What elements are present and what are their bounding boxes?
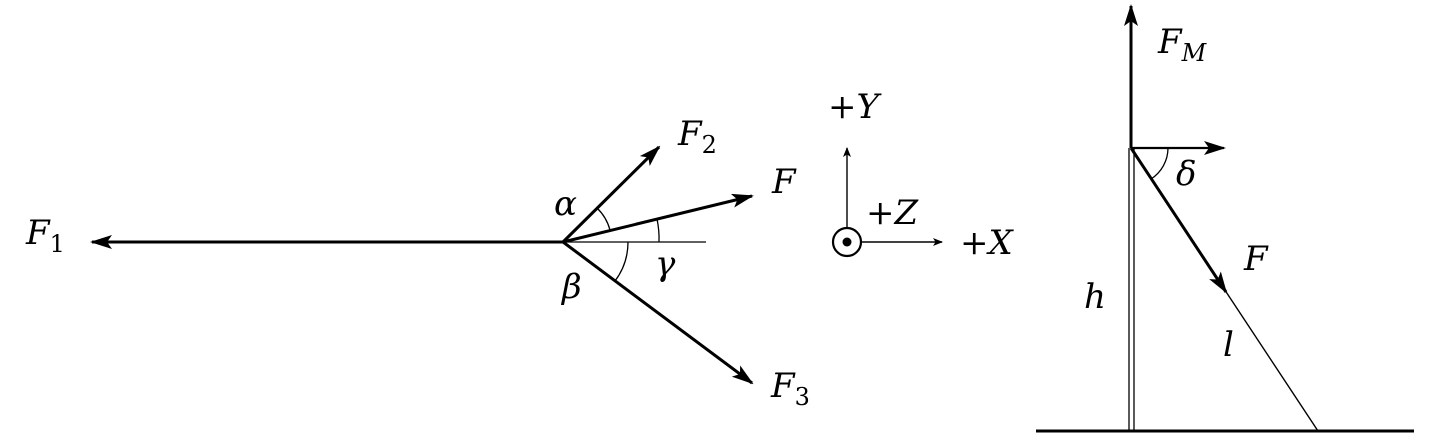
- label-alpha: α: [554, 184, 577, 224]
- label-l: l: [1223, 325, 1234, 365]
- z-axis-dot: [842, 237, 852, 247]
- force-f3-arrow: [562, 240, 754, 385]
- label-beta: β: [560, 267, 582, 307]
- concurrent-forces-diagram: F1 F2 F F3 α γ β: [25, 114, 810, 411]
- label-f2: F2: [677, 114, 717, 159]
- coordinate-axes: +Y +Z +X: [828, 87, 1015, 263]
- label-plus-x: +X: [960, 223, 1015, 263]
- label-f1: F1: [25, 213, 65, 258]
- label-delta: δ: [1176, 154, 1196, 194]
- label-f3: F3: [770, 366, 810, 411]
- label-fm: FM: [1157, 22, 1208, 67]
- label-plus-y: +Y: [828, 87, 883, 127]
- label-f-cable: F: [1243, 239, 1269, 279]
- label-h: h: [1084, 277, 1106, 317]
- angle-delta-arc: [1150, 147, 1169, 180]
- force-f-cable-arrow: [1129, 147, 1228, 294]
- label-plus-z: +Z: [866, 193, 920, 233]
- angle-alpha-arc: [596, 207, 611, 231]
- label-f: F: [771, 162, 797, 202]
- angle-beta-arc: [614, 241, 629, 282]
- pole-cable-diagram: FM δ F h l: [1036, 4, 1414, 433]
- label-gamma: γ: [655, 244, 676, 284]
- angle-gamma-arc: [656, 218, 660, 243]
- force-f2-arrow: [561, 145, 661, 244]
